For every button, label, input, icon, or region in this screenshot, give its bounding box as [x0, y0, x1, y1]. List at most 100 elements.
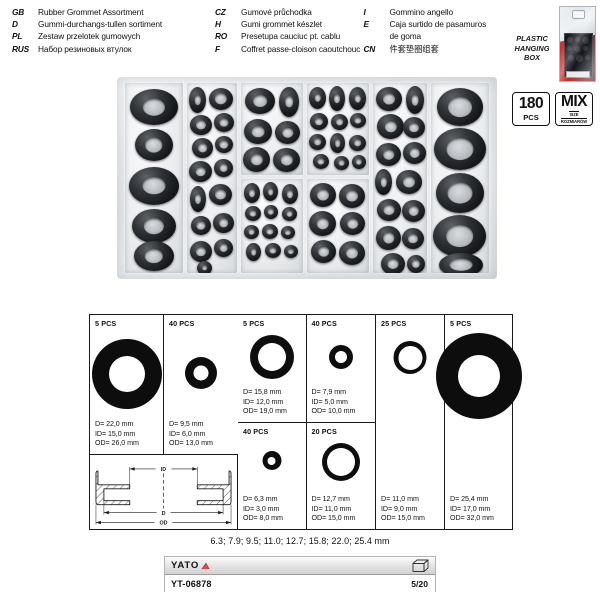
spec-pcs-label: 40 PCS	[243, 427, 269, 436]
grommet-ring-graphic	[91, 339, 162, 409]
packaging-label-line-3: BOX	[523, 53, 540, 63]
spec-pcs-label: 5 PCS	[95, 319, 117, 328]
grommet-assortment-tray	[117, 77, 497, 279]
tray-compartment	[307, 83, 369, 175]
tray-compartment	[125, 83, 183, 273]
language-code: E	[363, 19, 369, 30]
language-row: I Gommino angello	[363, 6, 512, 18]
spec-cell-25-4mm: 5 PCS D= 25,4 mm ID= 17,0 mm OD= 32,0 mm	[435, 315, 522, 529]
main-product-photo	[112, 72, 502, 284]
footer-code-bar: YT-06878 5/20	[165, 575, 435, 592]
grommet-ring-graphic	[249, 335, 294, 379]
spec-dim-id: ID= 17,0 mm	[450, 504, 491, 513]
spec-dim-id: ID= 11,0 mm	[311, 504, 352, 513]
mix-sub-label-rozmiarow: ROZMIARÓW	[560, 118, 588, 124]
spec-dim-id: ID= 15,0 mm	[95, 429, 136, 438]
language-row: H Gumi grommet készlet	[215, 18, 364, 30]
mix-label: MIX	[560, 93, 588, 111]
spec-dim-id: ID= 12,0 mm	[243, 397, 284, 406]
tray-compartment	[431, 83, 489, 273]
language-name-table: GB Rubber Grommet Assortment D Gummi-dur…	[12, 6, 512, 55]
mix-size-badge: MIX SIZE ROZMIARÓW	[555, 92, 593, 126]
blister-pack-photo	[559, 6, 596, 82]
spec-dim-od: OD= 8,0 mm	[243, 514, 283, 523]
language-row: D Gummi-durchangs-tullen sortiment	[12, 18, 215, 30]
spec-dim-id: ID= 6,0 mm	[169, 429, 206, 438]
spec-dim-d: D= 22,0 mm	[95, 420, 134, 429]
hanging-hole-icon	[572, 10, 585, 19]
spec-cell-7-9mm: 40 PCS D= 7,9 mm ID= 5,0 mm OD= 10,0 mm	[307, 315, 376, 422]
spec-dimensions: D= 11,0 mm ID= 9,0 mm OD= 15,0 mm	[381, 495, 425, 524]
language-product-name: Gommino angello	[389, 7, 454, 17]
language-row: RO Presetupa cauciuc pt. cablu	[215, 30, 364, 42]
diagram-label-od: OD	[159, 521, 167, 527]
language-product-name: Zestaw przelotek gumowych	[38, 31, 141, 42]
spec-dim-d: D= 15,8 mm	[243, 388, 282, 397]
spec-dim-od: OD= 10,0 mm	[311, 407, 356, 416]
spec-cell-15-8mm: 5 PCS D= 15,8 mm ID= 12,0 mm OD= 19,0 mm	[238, 315, 307, 422]
spec-pcs-label: 40 PCS	[169, 319, 195, 328]
packaging-type-label: PLASTIC HANGING BOX	[506, 34, 558, 63]
tray-compartment	[241, 83, 303, 175]
product-footer: YATO YT-06878 5/20	[164, 556, 436, 592]
spec-cell-11mm: 25 PCS D= 11,0 mm ID= 9,0 mm OD= 15,0 mm	[376, 315, 445, 529]
spec-dimensions: D= 15,8 mm ID= 12,0 mm OD= 19,0 mm	[243, 388, 287, 417]
language-code: F	[214, 43, 220, 54]
spec-dim-d: D= 6,3 mm	[243, 495, 278, 504]
spec-dim-d: D= 25,4 mm	[450, 495, 489, 504]
spec-dim-id: ID= 9,0 mm	[381, 504, 418, 513]
diagram-label-d: D	[162, 511, 166, 517]
spec-dimensions: D= 9,5 mm ID= 6,0 mm OD= 13,0 mm	[169, 420, 213, 449]
spec-cell-6-3mm: 40 PCS D= 6,3 mm ID= 3,0 mm OD= 8,0 mm	[238, 423, 307, 529]
spec-dim-id: ID= 3,0 mm	[243, 504, 280, 513]
spec-pcs-label: 5 PCS	[243, 319, 265, 328]
spec-dimensions: D= 12,7 mm ID= 11,0 mm OD= 15,0 mm	[312, 495, 356, 524]
size-range-text: 6.3; 7.9; 9.5; 11.0; 12.7; 15.8; 22.0; 2…	[210, 536, 390, 546]
grommet-cross-section-diagram: ID D OD	[95, 464, 232, 527]
spec-dim-od: OD= 13,0 mm	[169, 439, 213, 448]
language-row: GB Rubber Grommet Assortment	[12, 6, 215, 18]
language-row: F Coffret passe-cloison caoutchouc	[215, 43, 364, 55]
grommet-ring-graphic	[262, 451, 282, 470]
specification-table: 5 PCS D= 22,0 mm ID= 15,0 mm OD= 26,0 mm…	[89, 314, 522, 530]
language-row: PL Zestaw przelotek gumowych	[12, 30, 215, 42]
spec-dim-od: OD= 15,0 mm	[311, 514, 356, 523]
spec-dim-d: D= 9,5 mm	[169, 420, 204, 429]
footer-brand-bar: YATO	[165, 557, 435, 575]
mix-sub-label-size: SIZE	[569, 111, 579, 117]
language-row: CZ Gumové průchodka	[215, 6, 364, 18]
language-code: CZ	[214, 7, 226, 17]
packing-ratio: 5/20	[411, 578, 428, 589]
spec-dim-od: OD= 15,0 mm	[381, 514, 425, 523]
cross-section-diagram-cell: ID D OD	[90, 455, 238, 529]
language-code: RO	[214, 31, 228, 42]
tray-compartment	[373, 83, 427, 273]
tray-compartment	[241, 179, 303, 273]
language-product-name: 件套垫圈组套	[389, 43, 439, 54]
grommet-ring-graphic	[328, 345, 353, 369]
language-product-name: Gummi-durchangs-tullen sortiment	[38, 19, 163, 30]
yato-logo: YATO	[171, 560, 210, 571]
language-column-1: GB Rubber Grommet Assortment D Gummi-dur…	[12, 6, 215, 55]
language-row: CN 件套垫圈组套	[363, 43, 512, 55]
spec-cell-22mm: 5 PCS D= 22,0 mm ID= 15,0 mm OD= 26,0 mm	[90, 315, 164, 454]
product-code: YT-06878	[171, 578, 212, 589]
language-product-name: Presetupa cauciuc pt. cablu	[240, 31, 341, 42]
piece-count-badge: 180 PCS	[512, 92, 550, 126]
spec-dimensions: D= 7,9 mm ID= 5,0 mm OD= 10,0 mm	[312, 388, 356, 417]
spec-pcs-label: 25 PCS	[381, 319, 407, 328]
spec-dim-id: ID= 5,0 mm	[311, 397, 348, 406]
spec-dimensions: D= 6,3 mm ID= 3,0 mm OD= 8,0 mm	[243, 495, 283, 524]
spec-dim-od: OD= 19,0 mm	[243, 407, 287, 416]
spec-dimensions: D= 22,0 mm ID= 15,0 mm OD= 26,0 mm	[95, 420, 139, 449]
spec-dimensions: D= 25,4 mm ID= 17,0 mm OD= 32,0 mm	[450, 495, 494, 524]
diagram-label-id: ID	[161, 467, 166, 473]
spec-dim-od: OD= 32,0 mm	[450, 514, 494, 523]
yato-logo-mark-icon	[201, 562, 210, 570]
language-product-name: Rubber Grommet Assortment	[38, 7, 144, 17]
package-box-icon	[412, 559, 429, 578]
language-code: H	[214, 19, 221, 30]
language-column-3: I Gommino angello E Caja surtido de pasa…	[363, 6, 512, 55]
spec-pcs-label: 20 PCS	[311, 427, 337, 436]
